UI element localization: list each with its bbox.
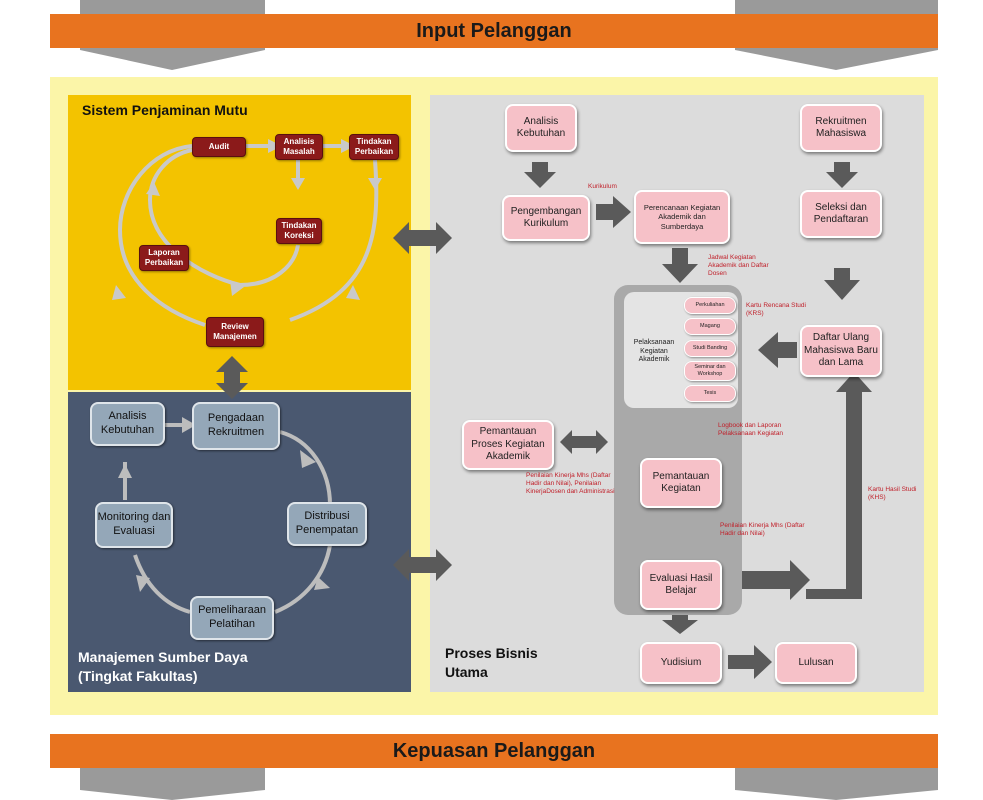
kepuasan-banner: Kepuasan Pelanggan xyxy=(50,734,938,768)
msd-pengadaan-label: Pengadaan Rekruitmen xyxy=(207,412,265,438)
review-manajemen-node[interactable]: Review Manajemen xyxy=(206,317,264,347)
pemantauan-kegiatan-node[interactable]: Pemantauan Kegiatan xyxy=(640,458,722,508)
perkuliahan-label: Perkuliahan xyxy=(695,302,725,309)
pbu-title-line2: Utama xyxy=(445,664,488,680)
bottom-left-chevron xyxy=(80,760,265,800)
msd-monitoring-label: Monitoring dan Evaluasi xyxy=(97,511,171,537)
note-logbook: Logbook dan Laporan Pelaksanaan Kegiatan xyxy=(718,422,784,437)
magang-node[interactable]: Magang xyxy=(684,318,736,335)
audit-node[interactable]: Audit xyxy=(192,137,246,157)
yudisium-node[interactable]: Yudisium xyxy=(640,642,722,684)
studi-banding-label: Studi Banding xyxy=(692,345,728,352)
note-penilaian-left: Penilaian Kinerja Mhs (Daftar Hadir dan … xyxy=(526,472,615,495)
perkuliahan-node[interactable]: Perkuliahan xyxy=(684,297,736,314)
tesis-label: Tesis xyxy=(703,390,717,397)
audit-label: Audit xyxy=(208,142,230,151)
msd-pemeliharaan-node[interactable]: Pemeliharaan Pelatihan xyxy=(190,596,274,640)
tindakan-koreksi-label: Tindakan Koreksi xyxy=(281,221,317,240)
laporan-perbaikan-node[interactable]: Laporan Perbaikan xyxy=(139,245,189,271)
evaluasi-node[interactable]: Evaluasi Hasil Belajar xyxy=(640,560,722,610)
double-arrows xyxy=(216,222,608,581)
msd-distribusi-label: Distribusi Penempatan xyxy=(295,510,359,536)
analisis-masalah-node[interactable]: Analisis Masalah xyxy=(275,134,323,160)
lulusan-node[interactable]: Lulusan xyxy=(775,642,857,684)
rekruitmen-mahasiswa-label: Rekruitmen Mahasiswa xyxy=(815,115,867,140)
pelaksanaan-label-box: Pelaksanaan Kegiatan Akademik xyxy=(628,330,680,374)
spm-cycle-lines xyxy=(117,144,379,327)
seminar-label: Seminar dan Workshop xyxy=(694,364,726,377)
spm-cycle-arrowheads xyxy=(112,139,382,300)
pemantauan-proses-node[interactable]: Pemantauan Proses Kegiatan Akademik xyxy=(462,420,554,470)
msd-distribusi-node[interactable]: Distribusi Penempatan xyxy=(287,502,367,546)
note-khs: Kartu Hasil Studi (KHS) xyxy=(868,486,917,501)
tindakan-perbaikan-node[interactable]: Tindakan Perbaikan xyxy=(349,134,399,160)
msd-analisis-kebutuhan-label: Analisis Kebutuhan xyxy=(100,410,155,436)
tindakan-koreksi-node[interactable]: Tindakan Koreksi xyxy=(276,218,322,244)
rekruitmen-mahasiswa-node[interactable]: Rekruitmen Mahasiswa xyxy=(800,104,882,152)
seminar-node[interactable]: Seminar dan Workshop xyxy=(684,361,736,381)
msd-pengadaan-node[interactable]: Pengadaan Rekruitmen xyxy=(192,402,280,450)
seleksi-label: Seleksi dan Pendaftaran xyxy=(813,201,869,226)
msd-monitoring-node[interactable]: Monitoring dan Evaluasi xyxy=(95,502,173,548)
daftar-ulang-label: Daftar Ulang Mahasiswa Baru dan Lama xyxy=(804,332,878,369)
pemantauan-kegiatan-label: Pemantauan Kegiatan xyxy=(652,470,710,495)
evaluasi-label: Evaluasi Hasil Belajar xyxy=(649,572,713,597)
bottom-right-chevron xyxy=(735,760,938,800)
perencanaan-label: Perencanaan Kegiatan Akademik dan Sumber… xyxy=(643,202,721,231)
pengembangan-kurikulum-node[interactable]: Pengembangan Kurikulum xyxy=(502,195,590,241)
note-penilaian-mid: Penilaian Kinerja Mhs (Daftar Hadir dan … xyxy=(720,522,805,537)
msd-pemeliharaan-label: Pemeliharaan Pelatihan xyxy=(198,604,266,630)
pelaksanaan-label: Pelaksanaan Kegiatan Akademik xyxy=(633,338,675,364)
pengembangan-kurikulum-label: Pengembangan Kurikulum xyxy=(510,205,582,230)
tindakan-perbaikan-label: Tindakan Perbaikan xyxy=(354,137,394,156)
lulusan-label: Lulusan xyxy=(798,656,834,668)
daftar-ulang-node[interactable]: Daftar Ulang Mahasiswa Baru dan Lama xyxy=(800,325,882,377)
kepuasan-banner-label: Kepuasan Pelanggan xyxy=(392,739,596,762)
msd-cycle-lines xyxy=(123,423,332,614)
pbu-analisis-kebutuhan-node[interactable]: Analisis Kebutuhan xyxy=(505,104,577,152)
note-krs: Kartu Rencana Studi (KRS) xyxy=(746,302,806,317)
pemantauan-proses-label: Pemantauan Proses Kegiatan Akademik xyxy=(471,426,545,463)
seleksi-node[interactable]: Seleksi dan Pendaftaran xyxy=(800,190,882,238)
magang-label: Magang xyxy=(700,323,720,330)
perencanaan-node[interactable]: Perencanaan Kegiatan Akademik dan Sumber… xyxy=(634,190,730,244)
msd-cycle-arrowheads xyxy=(118,417,330,592)
msd-analisis-kebutuhan-node[interactable]: Analisis Kebutuhan xyxy=(90,402,165,446)
pbu-title-line1: Proses Bisnis xyxy=(445,645,538,661)
studi-banding-node[interactable]: Studi Banding xyxy=(684,340,736,357)
laporan-perbaikan-label: Laporan Perbaikan xyxy=(144,248,184,267)
review-manajemen-label: Review Manajemen xyxy=(213,322,257,341)
input-banner-label: Input Pelanggan xyxy=(416,19,572,42)
spm-title: Sistem Penjaminan Mutu xyxy=(82,102,248,118)
pbu-analisis-kebutuhan-label: Analisis Kebutuhan xyxy=(516,115,566,140)
note-jadwal: Jadwal Kegiatan Akademik dan Daftar Dose… xyxy=(708,254,769,277)
tesis-node[interactable]: Tesis xyxy=(684,385,736,402)
analisis-masalah-label: Analisis Masalah xyxy=(283,137,315,156)
yudisium-label: Yudisium xyxy=(660,656,702,668)
msd-title-line1: Manajemen Sumber Daya xyxy=(78,649,248,665)
note-kurikulum: Kurikulum xyxy=(588,183,617,190)
msd-title-line2: (Tingkat Fakultas) xyxy=(78,668,198,684)
input-banner: Input Pelanggan xyxy=(50,14,938,48)
